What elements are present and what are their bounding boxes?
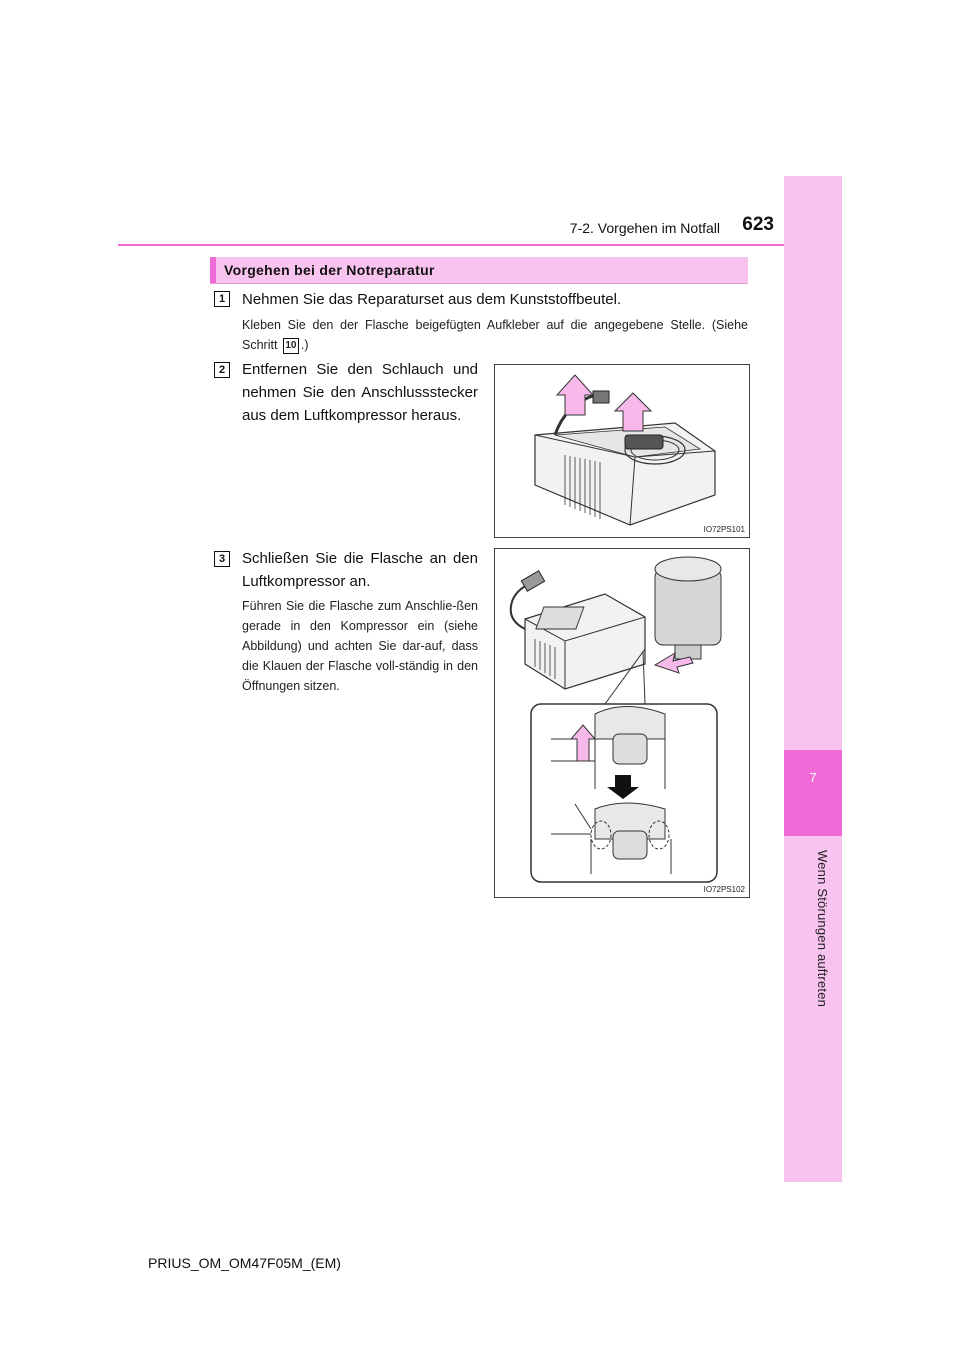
chapter-number-box [784,750,842,836]
figure-compressor-unpack: IO72PS101 [494,364,750,538]
step-2-text: Entfernen Sie den Schlauch und nehmen Si… [242,361,478,424]
section-heading-accent [210,257,216,283]
step-number-2: 2 [214,362,230,378]
step-1-note-end: .) [300,338,309,352]
chapter-number: 7 [809,770,817,785]
step-reference-box: 10 [282,337,299,354]
step-number-3: 3 [214,551,230,567]
figure-bottle-connect: IO72PS102 [494,548,750,898]
step-3-text: Schließen Sie die Flasche an den Luftkom… [242,550,478,590]
header-section-title: 7-2. Vorgehen im Notfall [569,220,720,236]
figure-code: IO72PS101 [703,525,745,534]
step-number-1: 1 [214,291,230,307]
compressor-illustration [534,374,716,526]
step-1-text: Nehmen Sie das Reparaturset aus dem Kuns… [242,291,622,308]
chapter-title: Wenn Störungen auftreten [815,850,830,1008]
step-1-note-text: Kleben Sie den der Flasche beigefügten A… [242,318,748,352]
step-3-note: Führen Sie die Flasche zum Anschlie-ßen … [242,599,478,693]
bottle-connection-illustration [509,556,722,883]
header-rule [118,244,784,246]
chapter-side-tab [784,176,842,1182]
section-heading-bar [210,257,748,284]
document-footer-code: PRIUS_OM_OM47F05M_(EM) [148,1255,341,1271]
page-number: 623 [742,214,774,235]
step-1-note: Kleben Sie den der Flasche beigefügten A… [242,315,748,355]
figure-code: IO72PS102 [703,885,745,894]
section-heading: Vorgehen bei der Notreparatur [224,262,435,278]
